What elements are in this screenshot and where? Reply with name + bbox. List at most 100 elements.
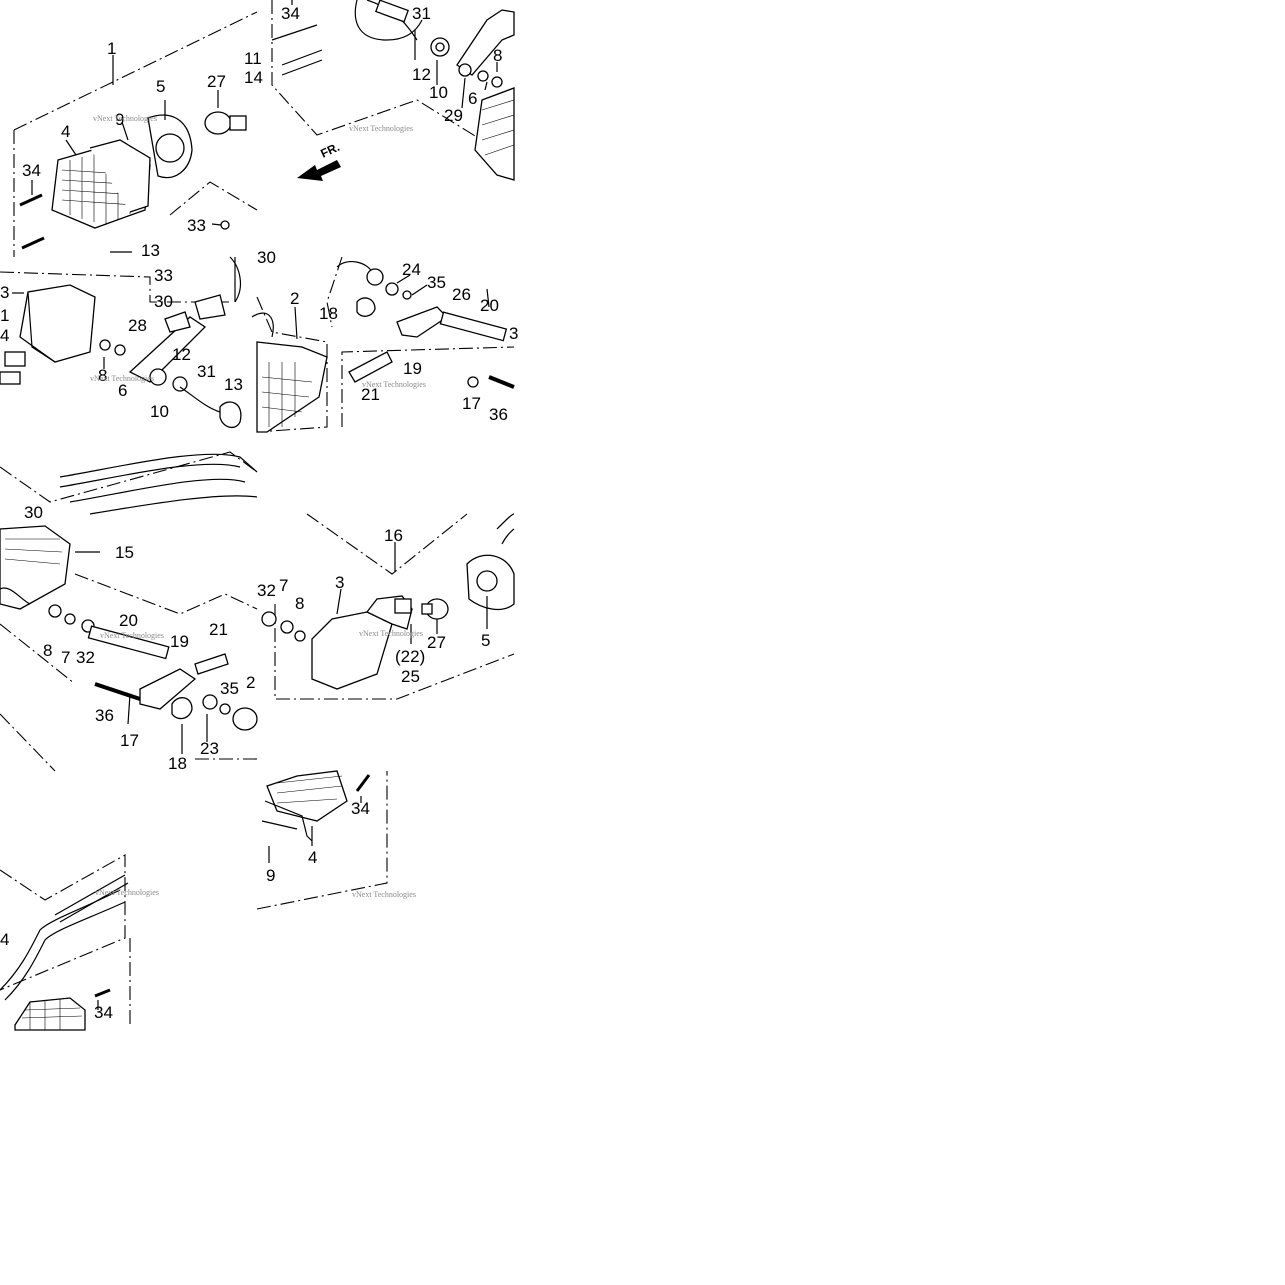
callout-20: 20: [480, 296, 499, 315]
callout-18: 18: [319, 304, 338, 323]
watermark: vNext Technologies: [362, 380, 426, 389]
callout-12: 12: [412, 65, 431, 84]
stay-part: [396, 306, 449, 338]
gasket-part: [89, 139, 151, 213]
callout-17: 17: [120, 731, 139, 750]
callout-12: 12: [172, 345, 191, 364]
winker-lens-part: [0, 525, 71, 610]
callout-34: 34: [351, 799, 370, 818]
watermark: vNext Technologies: [95, 888, 159, 897]
tile-wire-harness: 4 34 vNext Technologies: [0, 850, 159, 1031]
callout-4: 4: [308, 848, 317, 867]
callout-16: 16: [384, 526, 403, 545]
callout-30: 30: [24, 503, 43, 522]
watermark: vNext Technologies: [93, 114, 157, 123]
callout-17: 17: [462, 394, 481, 413]
callout-9: 9: [115, 110, 124, 129]
fr-label: FR.: [318, 140, 341, 161]
callout-8: 8: [43, 641, 52, 660]
callout-30: 30: [154, 292, 173, 311]
callout-4: 4: [0, 326, 9, 345]
callout-21: 21: [209, 620, 228, 639]
callout-13: 13: [141, 241, 160, 260]
callout-27: 27: [207, 72, 226, 91]
callout-10: 10: [150, 402, 169, 421]
callout-33: 33: [154, 266, 173, 285]
bracket-part: [128, 316, 207, 383]
stay-part: [139, 668, 197, 710]
callout-6: 6: [468, 89, 477, 108]
callout-1: 1: [107, 39, 116, 58]
fr-arrow-icon: FR.: [297, 140, 342, 181]
tile-taillight-housing: 3 1 4 33 30 28 12 31 13 8 6 10 vNext Tec…: [0, 256, 258, 515]
callout-32: 32: [76, 648, 95, 667]
callout-34: 34: [94, 1003, 113, 1022]
callout-27: 27: [427, 633, 446, 652]
callout-8: 8: [98, 366, 107, 385]
callout-18: 18: [168, 754, 187, 773]
callout-36: 36: [489, 405, 508, 424]
callout-8: 8: [295, 594, 304, 613]
callout-22: (22): [395, 647, 425, 666]
callout-11: 11: [244, 49, 262, 68]
callout-31: 31: [197, 362, 216, 381]
callout-28: 28: [128, 316, 147, 335]
callout-3: 3: [0, 283, 9, 302]
callout-33: 33: [187, 216, 206, 235]
callout-13: 13: [224, 375, 243, 394]
callout-35: 35: [427, 273, 446, 292]
bulb-part: [204, 111, 232, 135]
callout-5: 5: [156, 77, 165, 96]
callout-29: 29: [444, 106, 463, 125]
tile-rear-taillight: 1 5 27 11 14 9 4 34 33 13 vNext Technolo…: [0, 0, 263, 260]
callout-3: 3: [335, 573, 344, 592]
callout-24: 24: [402, 260, 421, 279]
winker-body-part: [311, 611, 393, 690]
watermark: vNext Technologies: [90, 374, 154, 383]
callout-23: 23: [200, 739, 219, 758]
winker-stay-part: [456, 9, 515, 76]
callout-25: 25: [401, 667, 420, 686]
callout-30: 30: [257, 248, 276, 267]
callout-4: 4: [61, 122, 70, 141]
tile-front-winker-top: FR. 34 31 12 10 29 6 8 vNext Technologie…: [257, 0, 515, 185]
callout-20: 20: [119, 611, 138, 630]
callout-10: 10: [429, 83, 448, 102]
callout-2: 2: [246, 673, 255, 692]
callout-34: 34: [281, 4, 300, 23]
shaft-part: [87, 625, 170, 660]
callout-36: 36: [95, 706, 114, 725]
housing-part: [19, 284, 96, 363]
connector-cap-part: [219, 401, 242, 429]
callout-2: 2: [290, 289, 299, 308]
callout-9: 9: [266, 866, 275, 885]
callout-26: 26: [452, 285, 471, 304]
callout-5: 5: [481, 631, 490, 650]
callout-1: 1: [0, 306, 9, 325]
watermark: vNext Technologies: [359, 629, 423, 638]
winker-lens-part: [474, 87, 515, 181]
callout-14: 14: [244, 68, 263, 87]
lens-part: [14, 997, 86, 1031]
callout-31: 31: [412, 4, 431, 23]
tile-rear-winker-mount: 30 15 20 21 19 35 2 8 7 32 36 17 23 18 v…: [0, 503, 258, 773]
tile-lens-bottom: 34 4 9 vNext Technologies: [256, 770, 416, 921]
callout-7: 7: [61, 648, 70, 667]
winker-lens-part: [256, 341, 328, 433]
callout-15: 15: [115, 543, 134, 562]
callout-21: 21: [361, 385, 380, 404]
callout-19: 19: [403, 359, 422, 378]
watermark: vNext Technologies: [100, 631, 164, 640]
watermark: vNext Technologies: [352, 890, 416, 899]
callout-6: 6: [118, 381, 127, 400]
callout-35: 35: [220, 679, 239, 698]
callout-7: 7: [279, 576, 288, 595]
callout-8: 8: [493, 46, 502, 65]
watermark: vNext Technologies: [349, 124, 413, 133]
tile-winker-body: 16 32 7 8 3 27 5 (22) 25 vNext Technolog…: [257, 513, 515, 704]
callout-4: 4: [0, 930, 9, 949]
shaft-part: [439, 311, 508, 342]
callout-3: 3: [509, 324, 518, 343]
lens-part: [266, 770, 348, 822]
callout-19: 19: [170, 632, 189, 651]
